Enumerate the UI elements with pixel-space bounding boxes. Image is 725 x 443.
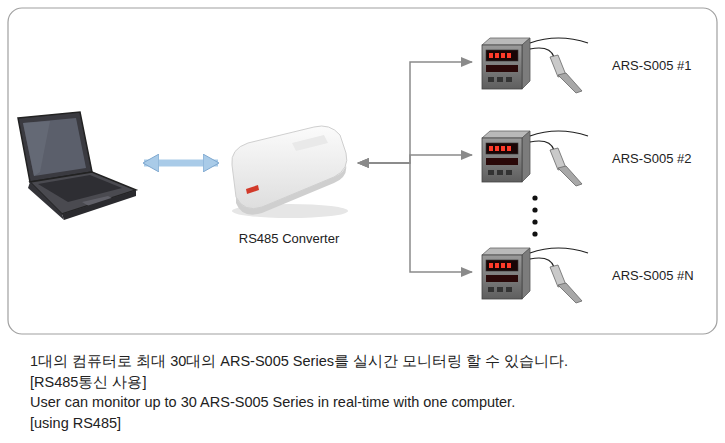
ars-device-illustration bbox=[478, 245, 590, 305]
unit-label: ARS-S005 #1 bbox=[612, 58, 692, 73]
device-label: RS485 Converter bbox=[222, 231, 356, 246]
bus-arrow bbox=[358, 62, 472, 163]
description-note: [using RS485] bbox=[30, 415, 121, 431]
rs485-converter: RS485 Converter bbox=[222, 113, 356, 253]
bus-arrow bbox=[358, 155, 472, 163]
continuation-dots bbox=[532, 195, 537, 236]
computer-laptop bbox=[10, 110, 140, 225]
link-arrow bbox=[144, 160, 218, 167]
unit-label: ARS-S005 #N bbox=[612, 268, 694, 283]
ars-device: ARS-S005 #1 bbox=[478, 35, 708, 95]
ars-device-illustration bbox=[478, 128, 590, 188]
bus-arrow bbox=[358, 163, 472, 272]
description-note: User can monitor up to 30 ARS-S005 Serie… bbox=[30, 394, 515, 410]
description-note: [RS485통신 사용] bbox=[30, 373, 146, 392]
computer-laptop-illustration bbox=[10, 110, 140, 225]
ars-device: ARS-S005 #2 bbox=[478, 128, 708, 188]
ars-device: ARS-S005 #N bbox=[478, 245, 708, 305]
panel-frame bbox=[8, 8, 717, 334]
unit-label: ARS-S005 #2 bbox=[612, 151, 692, 166]
rs485-converter-illustration bbox=[222, 113, 352, 223]
description-note: 1대의 컴퓨터로 최대 30대의 ARS-S005 Series를 실시간 모니… bbox=[30, 352, 568, 371]
ars-device-illustration bbox=[478, 35, 590, 95]
